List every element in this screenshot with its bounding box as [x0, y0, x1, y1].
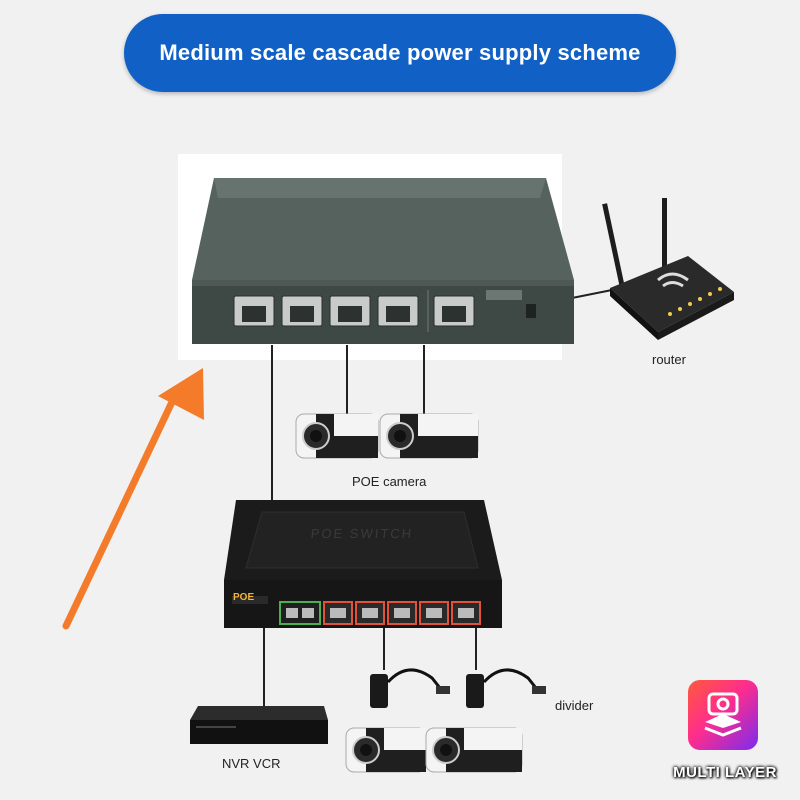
poe-camera-pair-bottom: [346, 722, 526, 782]
camera-layers-icon: [688, 680, 758, 750]
divider-pair: [364, 660, 548, 712]
top-switch: [186, 170, 578, 360]
divider-label: divider: [555, 698, 593, 713]
router-label: router: [652, 352, 686, 367]
arrow-icon: [66, 368, 204, 626]
poe-switch: [222, 498, 504, 632]
poe-camera-pair-top: [296, 406, 480, 468]
poe-camera-icon: [296, 414, 378, 458]
nvr-icon: [188, 704, 330, 746]
router-icon: [600, 196, 740, 346]
badge-text: MULTI LAYER: [650, 764, 800, 781]
poe-switch-face-text: POE: [233, 592, 254, 603]
nvr-label: NVR VCR: [222, 756, 281, 771]
divider-icon: [370, 670, 450, 708]
poe-switch-top-text: POE SWITCH: [281, 526, 443, 541]
poe-camera-label: POE camera: [352, 474, 426, 489]
